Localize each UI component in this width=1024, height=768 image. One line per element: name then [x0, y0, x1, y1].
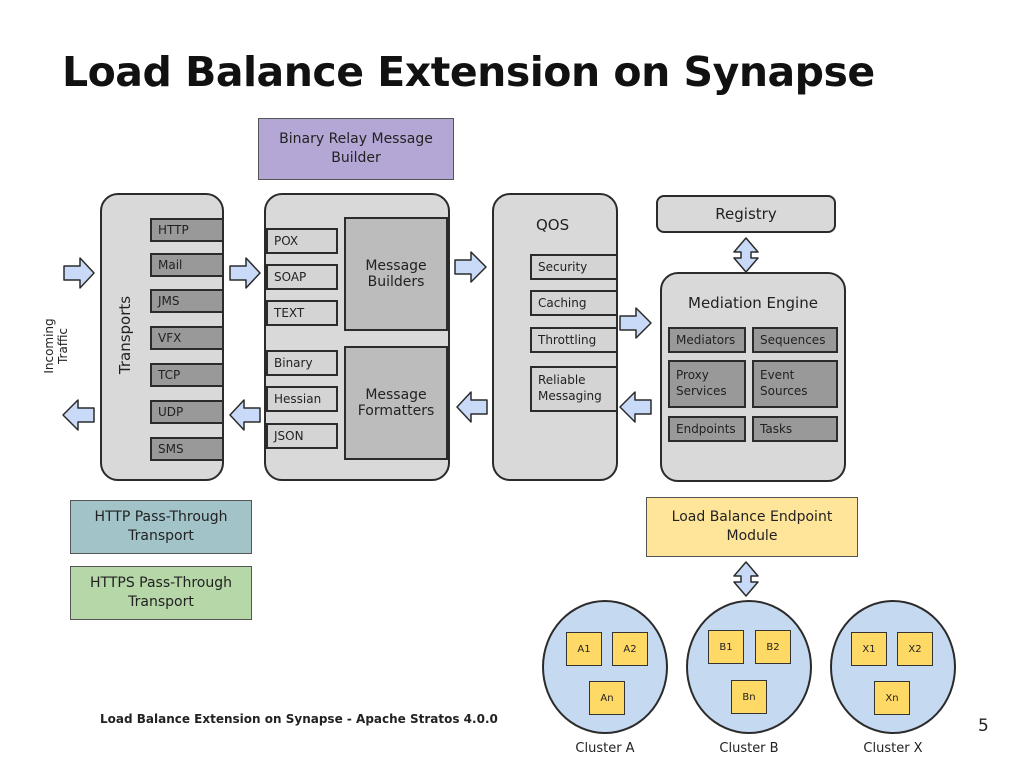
transport-item-jms: JMS [150, 289, 224, 313]
builder-item-soap: SOAP [266, 264, 338, 290]
message-builders-box: Message Builders [344, 217, 448, 331]
http-passthrough-label: HTTP Pass-Through Transport [94, 509, 228, 544]
arrow-to-formatters [456, 391, 488, 423]
transport-item-vfx: VFX [150, 326, 224, 350]
arrow-from-mediation [619, 391, 652, 423]
arrow-lb-clusters [733, 561, 759, 597]
message-formatters-label: Message Formatters [357, 387, 435, 419]
incoming-traffic-label: Incoming Traffic [42, 318, 70, 374]
mediation-item-tasks: Tasks [752, 416, 838, 442]
transport-item-mail: Mail [150, 253, 224, 277]
transport-item-sms: SMS [150, 437, 224, 461]
node-an: An [589, 681, 625, 715]
arrow-incoming [63, 257, 95, 289]
node-b1: B1 [708, 630, 744, 664]
qos-item-reliable-messaging: Reliable Messaging [530, 366, 618, 412]
qos-item-caching: Caching [530, 290, 618, 316]
mediation-item-proxy-services: Proxy Services [668, 360, 746, 408]
arrow-registry-mediation [733, 237, 759, 273]
formatter-item-hessian: Hessian [266, 386, 338, 412]
lb-module-note: Load Balance Endpoint Module [646, 497, 858, 557]
mediation-item-event-sources: Event Sources [752, 360, 838, 408]
formatter-item-json: JSON [266, 423, 338, 449]
arrow-to-builders [229, 257, 261, 289]
qos-item-throttling: Throttling [530, 327, 618, 353]
mediation-item-mediators: Mediators [668, 327, 746, 353]
formatter-item-binary: Binary [266, 350, 338, 376]
mediation-item-endpoints: Endpoints [668, 416, 746, 442]
message-formatters-box: Message Formatters [344, 346, 448, 460]
footer-text: Load Balance Extension on Synapse - Apac… [100, 712, 498, 726]
cluster-x-label: Cluster X [863, 741, 923, 756]
node-xn: Xn [874, 681, 910, 715]
message-builders-label: Message Builders [365, 258, 427, 290]
node-x1: X1 [851, 632, 887, 666]
transports-label: Transports [116, 295, 134, 375]
http-passthrough-note: HTTP Pass-Through Transport [70, 500, 252, 554]
arrow-to-transports [229, 399, 261, 431]
transport-item-http: HTTP [150, 218, 224, 242]
builder-item-pox: POX [266, 228, 338, 254]
node-a1: A1 [566, 632, 602, 666]
node-bn: Bn [731, 680, 767, 714]
arrow-to-mediation [619, 307, 652, 339]
cluster-b-label: Cluster B [719, 741, 779, 756]
page-title: Load Balance Extension on Synapse [62, 48, 875, 96]
node-a2: A2 [612, 632, 648, 666]
transport-item-udp: UDP [150, 400, 224, 424]
qos-item-security: Security [530, 254, 618, 280]
https-passthrough-note: HTTPS Pass-Through Transport [70, 566, 252, 620]
registry-box: Registry [656, 195, 836, 233]
qos-label: QOS [536, 216, 570, 234]
cluster-a-label: Cluster A [575, 741, 635, 756]
mediation-item-sequences: Sequences [752, 327, 838, 353]
lb-module-label: Load Balance Endpoint Module [671, 509, 833, 544]
builder-item-text: TEXT [266, 300, 338, 326]
node-x2: X2 [897, 632, 933, 666]
transport-item-tcp: TCP [150, 363, 224, 387]
binary-relay-note: Binary Relay Message Builder [258, 118, 454, 180]
node-b2: B2 [755, 630, 791, 664]
mediation-label: Mediation Engine [688, 294, 818, 312]
page-number: 5 [978, 716, 989, 736]
https-passthrough-label: HTTPS Pass-Through Transport [90, 575, 232, 610]
arrow-to-qos [454, 251, 487, 283]
arrow-outgoing [62, 399, 95, 431]
